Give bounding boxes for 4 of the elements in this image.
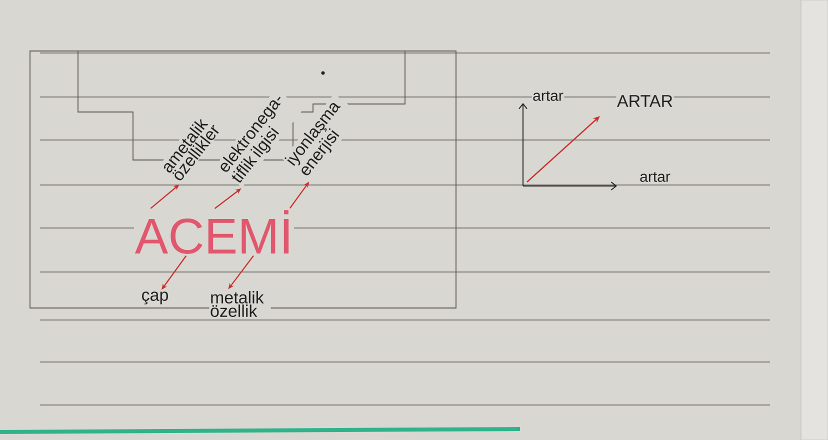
trend-label: çap	[140, 290, 170, 306]
trend-text: ARTAR	[616, 94, 674, 108]
trend-label: metalik özellik	[209, 290, 271, 318]
mnemonic-text: ACEMİ	[134, 209, 294, 255]
